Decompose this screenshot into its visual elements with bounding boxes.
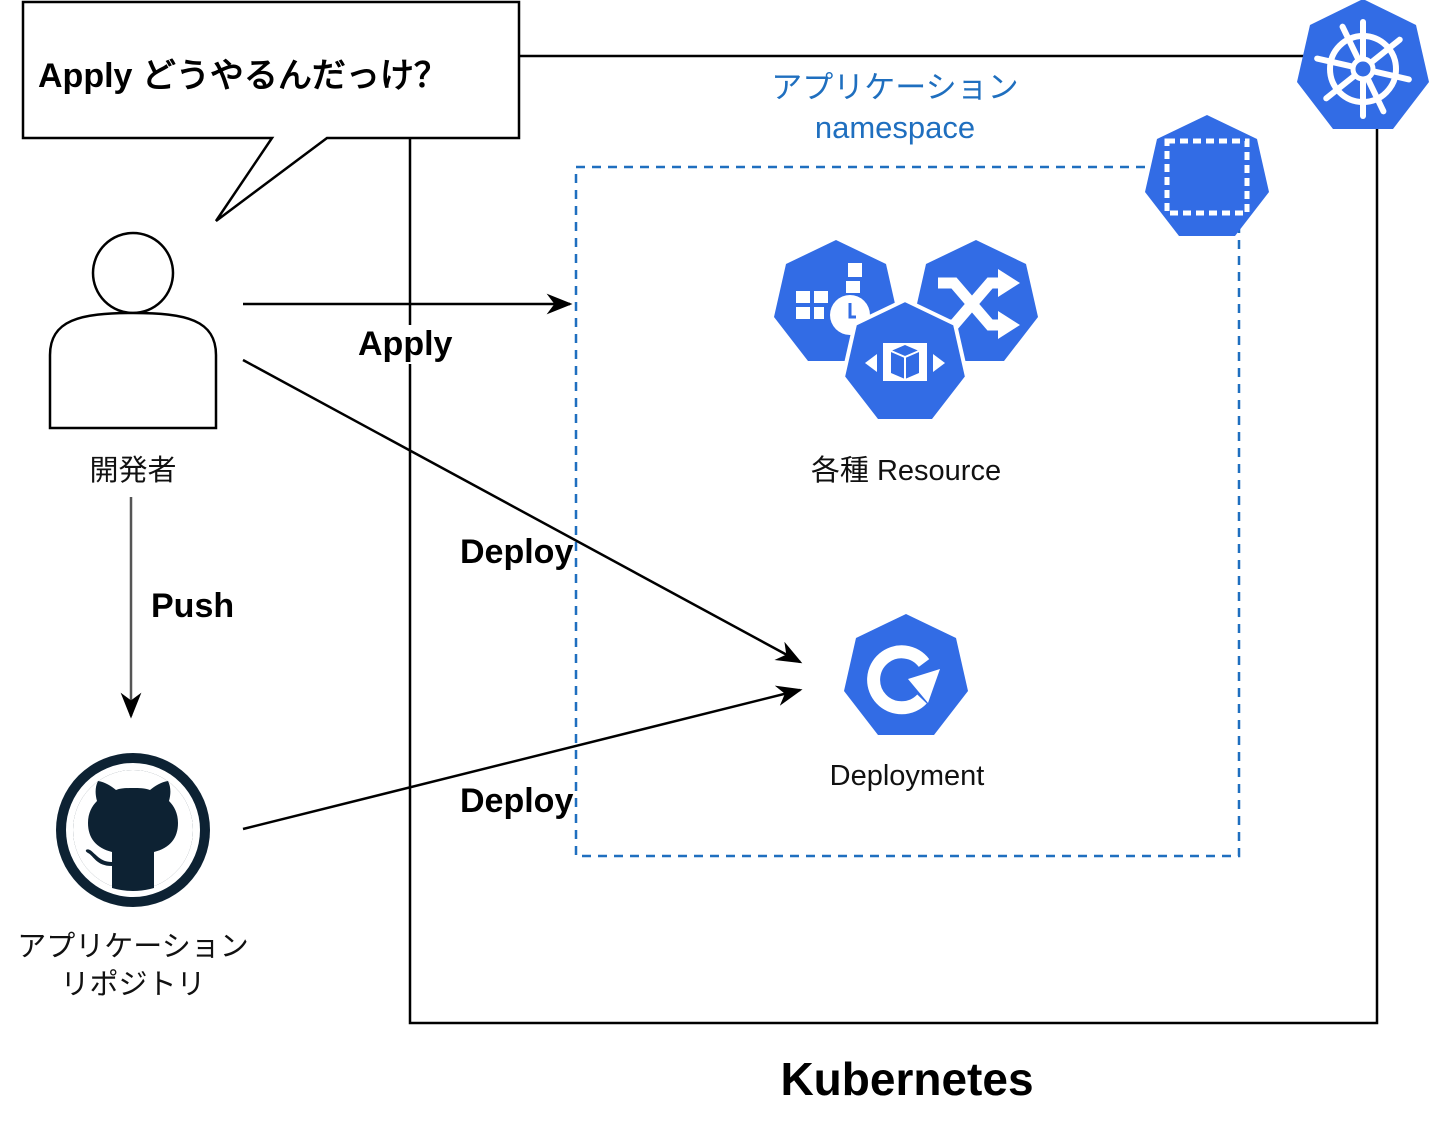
speech-bubble-text: Apply どうやるんだっけ？ — [38, 57, 448, 95]
namespace-label: アプリケーション namespace — [771, 68, 1018, 148]
deploy-dev-edge-label: Deploy — [460, 533, 574, 571]
person-icon — [48, 231, 218, 430]
deployment-icon — [844, 614, 968, 735]
repository-label-line2: リポジトリ — [60, 969, 206, 1001]
deploy-dev-arrow — [242, 358, 803, 664]
namespace-box — [574, 165, 1241, 858]
repository-label-line1: アプリケーション — [17, 931, 249, 963]
deploy-repo-edge-label: Deploy — [460, 782, 574, 820]
deployment-label: Deployment — [829, 760, 985, 792]
namespace-icon — [1145, 115, 1269, 236]
resources-label: 各種 Resource — [810, 455, 1002, 487]
kubernetes-helm-icon — [1297, 0, 1429, 129]
developer-label: 開発者 — [89, 455, 177, 487]
kubernetes-cluster-box — [408, 54, 1379, 1025]
apply-edge-label: Apply — [356, 325, 455, 364]
speech-bubble — [21, 0, 521, 223]
deploy-repo-arrow — [242, 685, 803, 831]
push-edge-label: Push — [151, 587, 235, 625]
replicaset-icon — [840, 297, 970, 423]
namespace-label-line2: namespace — [814, 110, 976, 145]
github-icon — [56, 753, 210, 907]
repository-label: アプリケーション リポジトリ — [17, 928, 248, 1004]
namespace-label-line1: アプリケーション — [771, 70, 1019, 105]
kubernetes-title: Kubernetes — [780, 1053, 1034, 1105]
